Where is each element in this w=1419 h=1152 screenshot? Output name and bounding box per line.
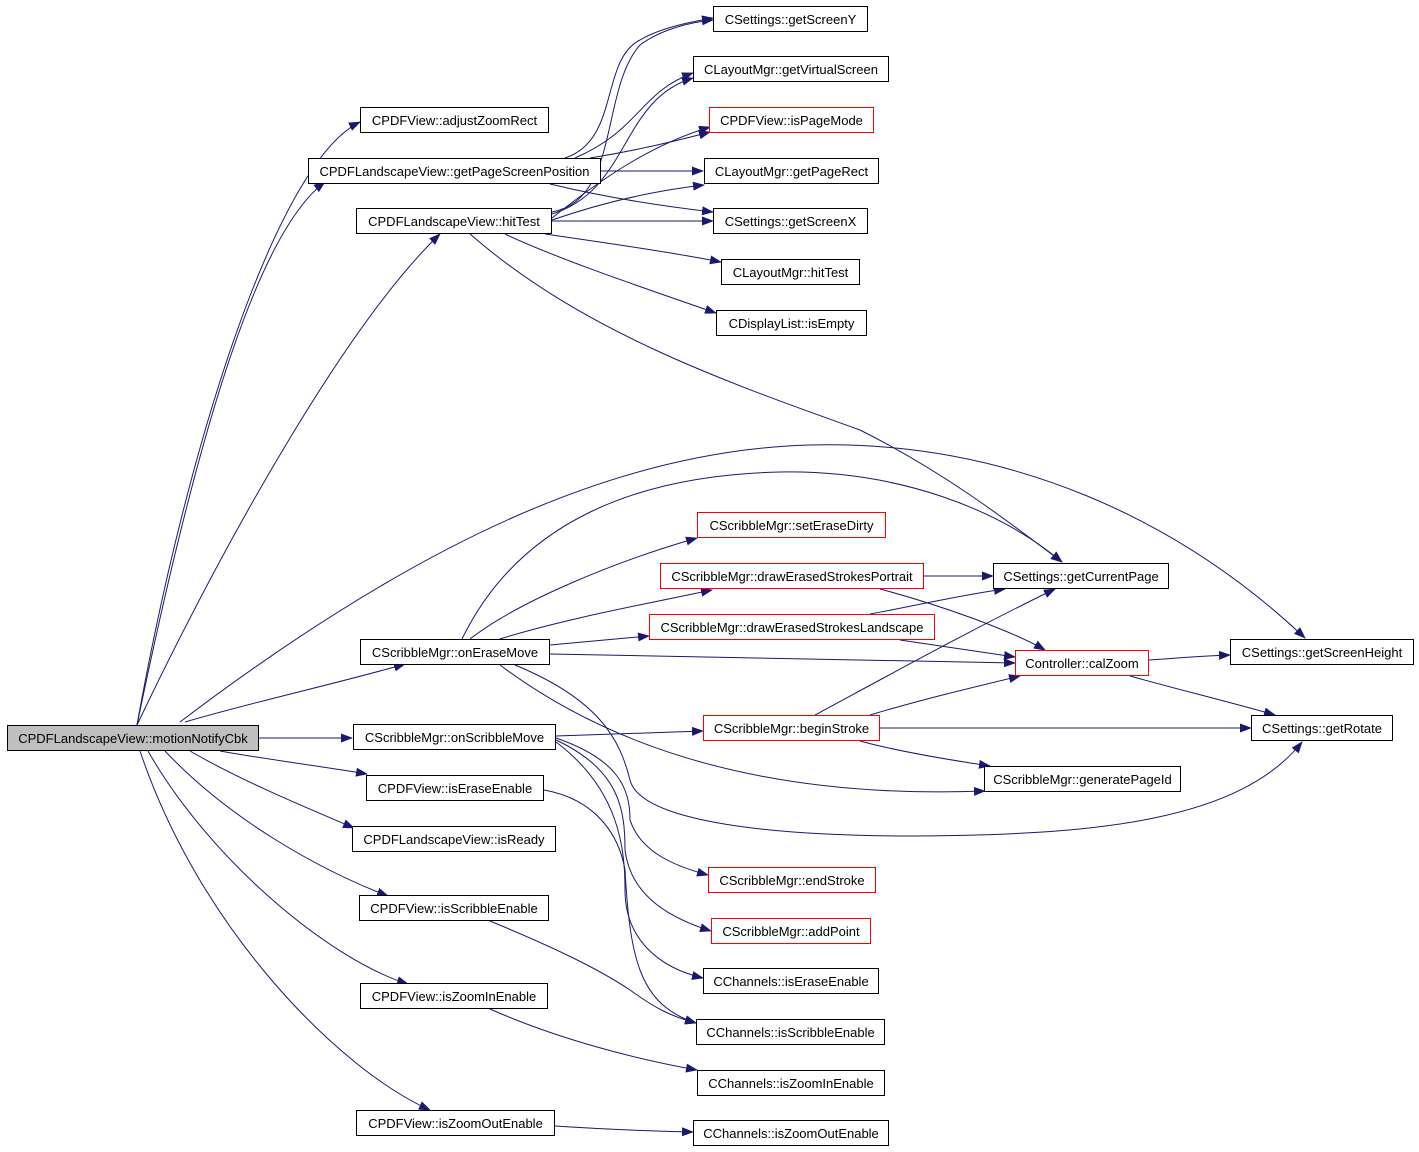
edge-page-pos-to-get-screen-x: [549, 183, 714, 216]
edge-landscape-to-get-current-page: [869, 585, 1006, 615]
node-begin-stroke[interactable]: CScribbleMgr::beginStroke: [703, 715, 880, 741]
node-cal-zoom[interactable]: Controller::calZoom: [1015, 650, 1149, 676]
edge-motion-to-on-erase-move: [184, 662, 406, 723]
edge-hit-test-to-virtual-screen: [551, 76, 694, 215]
edge-is-scribble-enable-to-ch-scribble: [489, 920, 697, 1025]
edge-motion-to-is-zoom-out-enable: [139, 750, 431, 1111]
node-motion-notify-cbk: CPDFLandscapeView::motionNotifyCbk: [7, 725, 259, 751]
node-on-scribble-move[interactable]: CScribbleMgr::onScribbleMove: [353, 724, 556, 750]
edge-portrait-to-cal-zoom: [879, 588, 1046, 651]
edge-page-pos-to-is-page-mode: [589, 130, 711, 159]
edge-hit-test-to-get-current-page: [469, 233, 1063, 563]
edge-begin-stroke-to-get-current-page: [814, 588, 1056, 716]
edge-erase-move-to-get-current-page: [461, 471, 1063, 640]
node-layout-hit-test[interactable]: CLayoutMgr::hitTest: [721, 259, 860, 285]
edge-landscape-to-cal-zoom: [899, 639, 1016, 660]
node-draw-erased-strokes-landscape[interactable]: CScribbleMgr::drawErasedStrokesLandscape: [649, 614, 935, 640]
edge-hit-test-to-is-page-mode: [551, 125, 711, 219]
edge-erase-move-to-set-erase-dirty: [469, 536, 698, 640]
edge-begin-stroke-to-cal-zoom: [869, 674, 1021, 716]
edge-motion-to-is-scribble-enable: [164, 750, 389, 897]
edge-scribble-move-to-begin-stroke: [555, 726, 704, 737]
node-hit-test[interactable]: CPDFLandscapeView::hitTest: [356, 208, 552, 234]
node-end-stroke[interactable]: CScribbleMgr::endStroke: [708, 867, 876, 893]
edge-scribble-move-to-end-stroke: [555, 737, 709, 877]
node-adjust-zoom-rect[interactable]: CPDFView::adjustZoomRect: [360, 107, 549, 133]
node-draw-erased-strokes-portrait[interactable]: CScribbleMgr::drawErasedStrokesPortrait: [660, 563, 924, 589]
node-get-screen-y[interactable]: CSettings::getScreenY: [713, 6, 868, 32]
edge-erase-move-to-portrait: [499, 587, 713, 640]
edge-is-zoom-in-enable-to-ch-zoom-in: [489, 1008, 698, 1073]
edge-scribble-move-to-add-point: [555, 739, 712, 932]
edge-erase-move-to-landscape: [549, 632, 650, 646]
edge-hit-test-to-layout-hit-test: [544, 233, 722, 265]
edge-hit-test-to-is-empty: [504, 233, 717, 314]
node-channels-is-scribble-enable[interactable]: CChannels::isScribbleEnable: [696, 1019, 885, 1045]
edge-begin-stroke-to-generate-page-id: [859, 740, 991, 769]
edge-cal-zoom-to-get-rotate: [1129, 675, 1276, 717]
edge-is-zoom-out-enable-to-ch-zoom-out: [554, 1125, 694, 1137]
edge-page-pos-to-get-screen-y: [564, 15, 714, 159]
node-get-virtual-screen[interactable]: CLayoutMgr::getVirtualScreen: [693, 56, 889, 82]
edge-is-erase-enable-to-ch-scribble: [543, 789, 697, 1024]
edge-motion-to-hit-test: [136, 233, 441, 726]
edge-motion-to-adjust-zoom-rect: [136, 121, 361, 726]
node-get-rotate[interactable]: CSettings::getRotate: [1251, 715, 1393, 741]
edge-erase-move-to-cal-zoom: [549, 653, 1016, 668]
edge-motion-to-is-erase-enable: [219, 750, 368, 777]
node-add-point[interactable]: CScribbleMgr::addPoint: [711, 918, 871, 944]
node-on-erase-move[interactable]: CScribbleMgr::onEraseMove: [360, 639, 550, 665]
edge-hit-test-to-get-page-rect: [551, 181, 705, 221]
node-set-erase-dirty[interactable]: CScribbleMgr::setEraseDirty: [697, 512, 886, 538]
node-is-empty[interactable]: CDisplayList::isEmpty: [716, 310, 867, 336]
edge-motion-to-get-page-screen-position: [136, 181, 326, 726]
node-generate-page-id[interactable]: CScribbleMgr::generatePageId: [984, 766, 1181, 792]
edge-cal-zoom-to-get-screen-height: [1148, 650, 1231, 661]
node-is-scribble-enable[interactable]: CPDFView::isScribbleEnable: [359, 895, 549, 921]
node-is-erase-enable[interactable]: CPDFView::isEraseEnable: [366, 775, 544, 801]
node-is-page-mode[interactable]: CPDFView::isPageMode: [709, 107, 874, 133]
edge-erase-move-to-generate-page-id: [499, 664, 986, 796]
edge-page-pos-to-virtual-screen: [574, 72, 694, 159]
node-channels-is-erase-enable[interactable]: CChannels::isEraseEnable: [703, 968, 879, 994]
edge-motion-to-is-ready: [189, 750, 355, 829]
node-get-page-rect[interactable]: CLayoutMgr::getPageRect: [704, 158, 879, 184]
node-is-zoom-in-enable[interactable]: CPDFView::isZoomInEnable: [360, 983, 548, 1009]
node-get-screen-x[interactable]: CSettings::getScreenX: [713, 208, 868, 234]
edge-motion-to-get-screen-height: [179, 444, 1306, 723]
edge-hit-test-to-get-screen-y: [551, 16, 714, 213]
node-get-screen-height[interactable]: CSettings::getScreenHeight: [1230, 639, 1414, 665]
edge-scribble-move-to-ch-erase: [555, 741, 704, 980]
node-is-ready[interactable]: CPDFLandscapeView::isReady: [352, 826, 556, 852]
edge-motion-to-is-zoom-in-enable: [147, 750, 409, 986]
node-channels-is-zoom-in-enable[interactable]: CChannels::isZoomInEnable: [697, 1070, 885, 1096]
node-channels-is-zoom-out-enable[interactable]: CChannels::isZoomOutEnable: [693, 1120, 889, 1146]
node-get-page-screen-position[interactable]: CPDFLandscapeView::getPageScreenPosition: [308, 158, 601, 184]
node-get-current-page[interactable]: CSettings::getCurrentPage: [993, 563, 1169, 589]
edge-erase-move-to-get-rotate: [514, 664, 1303, 837]
node-is-zoom-out-enable[interactable]: CPDFView::isZoomOutEnable: [356, 1110, 555, 1136]
